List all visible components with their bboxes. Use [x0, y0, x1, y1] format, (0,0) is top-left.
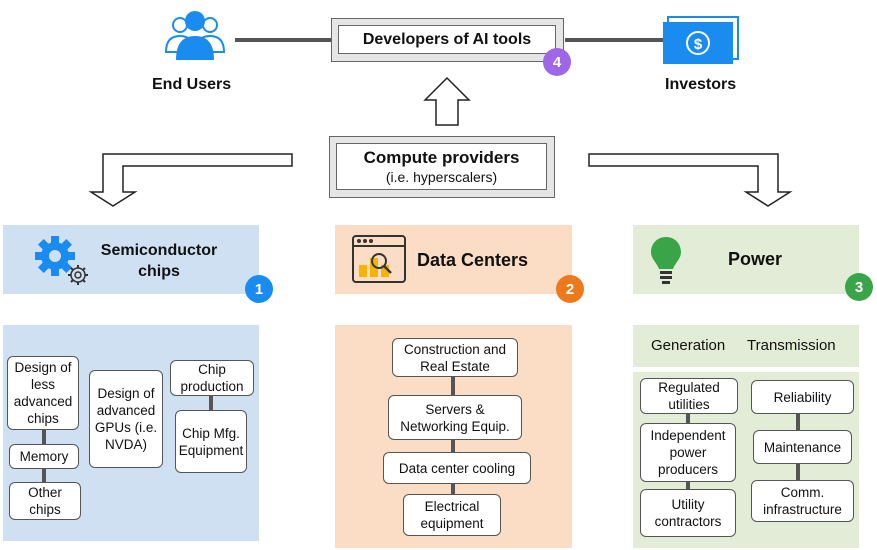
chip-production-box: Chip production [170, 360, 254, 396]
power-header: Power [633, 225, 859, 294]
developers-label: Developers of AI tools [338, 25, 556, 54]
other-chips-box: Other chips [9, 482, 81, 520]
advanced-gpus-box: Design of advanced GPUs (i.e. NVDA) [89, 370, 163, 468]
dashboard-icon [351, 234, 407, 284]
end-users-icon [158, 8, 230, 63]
semiconductor-badge: 1 [245, 275, 273, 303]
utility-contractors-box: Utility contractors [640, 489, 736, 537]
datacenter-header: Data Centers [335, 225, 572, 294]
up-arrow [423, 76, 471, 126]
generation-label: Generation [651, 337, 726, 354]
compute-providers-box: Compute providers (i.e. hyperscalers) [329, 136, 555, 198]
generation-connector-2 [686, 482, 690, 489]
semiconductor-connector-2 [42, 468, 46, 482]
semiconductor-connector-1 [42, 430, 46, 444]
gear-icon [33, 234, 93, 286]
electrical-equipment-box: Electrical equipment [403, 494, 501, 536]
lightbulb-icon [649, 234, 683, 286]
construction-box: Construction and Real Estate [392, 338, 518, 377]
power-badge: 3 [845, 273, 873, 301]
datacenter-connector-3 [451, 484, 455, 494]
memory-box: Memory [9, 444, 79, 469]
maintenance-box: Maintenance [753, 430, 852, 464]
datacenter-title: Data Centers [417, 250, 529, 270]
cooling-box: Data center cooling [383, 452, 531, 484]
power-subheader: Generation Transmission [633, 325, 859, 367]
transmission-label: Transmission [747, 337, 836, 354]
power-title: Power [728, 249, 783, 269]
datacenter-badge: 2 [556, 275, 584, 303]
datacenter-connector-1 [451, 377, 455, 395]
developers-badge: 4 [543, 48, 571, 76]
developers-box: Developers of AI tools [331, 18, 564, 62]
svg-text:$: $ [694, 36, 703, 53]
comm-infrastructure-box: Comm. infrastructure [751, 480, 854, 522]
left-arrow [88, 153, 293, 207]
generation-connector-1 [686, 413, 690, 423]
right-arrow [588, 153, 793, 207]
semiconductor-header: Semiconductor chips [3, 225, 259, 294]
less-advanced-chips-box: Design of less advanced chips [7, 356, 79, 430]
semiconductor-connector-3 [209, 396, 213, 410]
investors-icon: $ [660, 14, 740, 66]
datacenter-connector-2 [451, 440, 455, 452]
semiconductor-title-line2: chips [138, 263, 180, 280]
compute-providers-subtitle: (i.e. hyperscalers) [385, 169, 498, 185]
reliability-box: Reliability [751, 380, 854, 414]
servers-box: Servers & Networking Equip. [388, 395, 522, 440]
chip-mfg-equipment-box: Chip Mfg. Equipment [175, 410, 247, 473]
investors-label: Investors [665, 76, 737, 93]
independent-power-box: Independent power producers [640, 423, 736, 482]
semiconductor-title-line1: Semiconductor [100, 242, 218, 259]
end-users-label: End Users [152, 76, 232, 93]
regulated-utilities-box: Regulated utilities [640, 378, 738, 414]
semiconductor-title: Semiconductor chips [89, 240, 229, 282]
transmission-connector-2 [796, 464, 800, 480]
compute-providers-inner: Compute providers (i.e. hyperscalers) [336, 143, 547, 190]
compute-providers-title: Compute providers [363, 148, 520, 167]
transmission-connector-1 [796, 414, 800, 430]
